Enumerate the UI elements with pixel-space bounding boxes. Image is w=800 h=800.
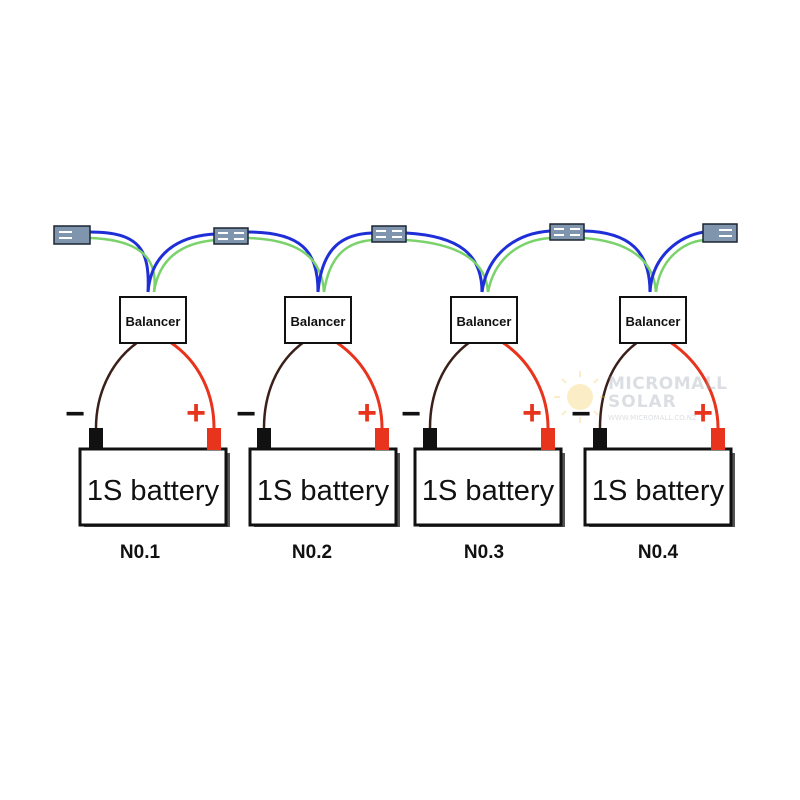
positive-terminal [541, 428, 555, 450]
minus-sign: − [65, 395, 85, 433]
power-wires [94, 340, 720, 429]
watermark: MICROMALL SOLAR WWW.MICROMALL.CO.NZ [560, 372, 730, 432]
battery-number: N0.2 [292, 542, 332, 563]
balancer-1: Balancer [119, 296, 187, 344]
lead-green-2-left [247, 236, 326, 293]
lead-green-1-right [152, 238, 217, 293]
lead-green-2-right [322, 238, 373, 293]
pos-wire-2 [335, 340, 384, 429]
balancer-label: Balancer [126, 314, 181, 329]
battery-label: 1S battery [422, 475, 555, 507]
lead-blue-1-left [89, 230, 150, 293]
balance-leads [89, 229, 705, 293]
battery-number: N0.3 [464, 542, 504, 563]
battery-number: N0.1 [120, 542, 161, 563]
lead-green-3-right [486, 236, 551, 293]
balancer-3: Balancer [450, 296, 518, 344]
neg-wire-4 [598, 340, 639, 429]
pos-wire-1 [169, 340, 216, 429]
plus-sign: + [522, 394, 542, 432]
pos-wire-4 [669, 340, 720, 429]
battery-label: 1S battery [592, 475, 725, 507]
neg-wire-1 [94, 340, 139, 429]
balancer-4: Balancer [619, 296, 687, 344]
pos-wire-3 [501, 340, 550, 429]
battery-2: − + 1S battery N0.2 [236, 394, 400, 563]
negative-terminal [257, 428, 271, 450]
balancer-label: Balancer [626, 314, 681, 329]
battery-3: − + 1S battery N0.3 [401, 394, 565, 563]
watermark-line1: MICROMALL [608, 374, 728, 394]
negative-terminal [423, 428, 437, 450]
batteries: − + 1S battery N0.1 − + 1S battery N0.2 … [65, 394, 735, 563]
neg-wire-2 [262, 340, 305, 429]
plus-sign: + [357, 394, 377, 432]
watermark-line2: SOLAR [608, 392, 677, 412]
link-connector-3-4 [549, 223, 585, 241]
lead-blue-2-right [316, 231, 373, 293]
end-connector-right [702, 223, 738, 243]
balancer-label: Balancer [457, 314, 512, 329]
plus-sign: + [186, 394, 206, 432]
lead-blue-2-left [247, 230, 320, 293]
plus-sign: + [693, 394, 713, 432]
lead-green-4-right [654, 238, 705, 293]
end-connector-left [53, 225, 91, 245]
link-connector-1-2 [213, 227, 249, 245]
lead-green-3-left [405, 238, 490, 293]
battery-1: − + 1S battery N0.1 [65, 394, 230, 563]
positive-terminal [711, 428, 725, 450]
connectors [53, 223, 738, 245]
negative-terminal [89, 428, 103, 450]
minus-sign: − [571, 395, 591, 433]
minus-sign: − [236, 395, 256, 433]
battery-label: 1S battery [87, 475, 220, 507]
balancer-label: Balancer [291, 314, 346, 329]
minus-sign: − [401, 395, 421, 433]
battery-number: N0.4 [638, 542, 679, 563]
lead-green-1-left [89, 236, 156, 293]
link-connector-2-3 [371, 225, 407, 243]
positive-terminal [375, 428, 389, 450]
positive-terminal [207, 428, 221, 450]
lead-blue-4-left [583, 229, 652, 293]
lead-blue-3-left [405, 231, 484, 293]
negative-terminal [593, 428, 607, 450]
lead-green-4-left [583, 236, 658, 293]
neg-wire-3 [428, 340, 471, 429]
balancer-2: Balancer [284, 296, 352, 344]
watermark-sun-icon [554, 371, 606, 423]
lead-blue-1-right [146, 232, 217, 293]
battery-4: − + 1S battery N0.4 [571, 394, 735, 563]
battery-label: 1S battery [257, 475, 390, 507]
lead-blue-3-right [480, 229, 551, 293]
balancer-boxes: Balancer Balancer Balancer Balancer [119, 296, 687, 344]
watermark-url: WWW.MICROMALL.CO.NZ [608, 414, 697, 422]
lead-blue-4-right [648, 230, 705, 293]
